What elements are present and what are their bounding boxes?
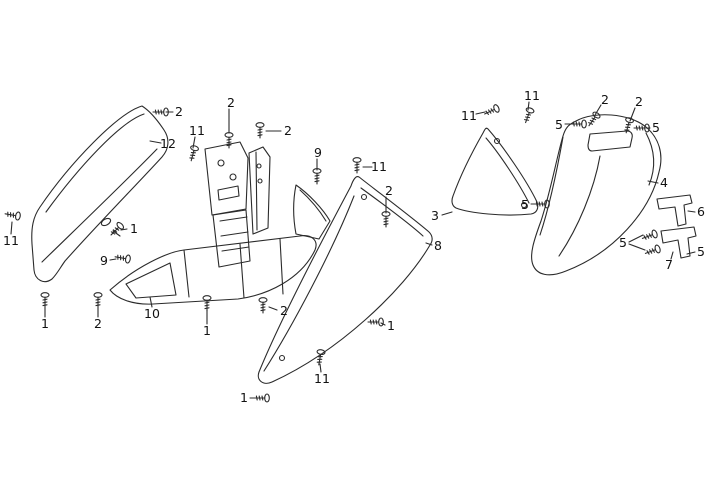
callout-label: 11 xyxy=(314,370,330,386)
screw-icon xyxy=(40,292,50,309)
screw-icon xyxy=(381,211,391,228)
callout-label: 11 xyxy=(371,158,387,174)
part-inner-side-panel xyxy=(293,184,331,240)
callout-label: 9 xyxy=(100,252,108,268)
callout-label: 5 xyxy=(521,196,529,212)
part-7-bracket xyxy=(660,226,697,259)
callout-label: 1 xyxy=(41,315,49,331)
callout-label: 2 xyxy=(601,91,609,107)
screw-icon xyxy=(255,122,265,139)
callout-label: 2 xyxy=(175,103,183,119)
callout-label: 3 xyxy=(431,207,439,223)
callout-label: 11 xyxy=(189,122,205,138)
screw-icon xyxy=(352,157,362,174)
callout-label: 1 xyxy=(130,220,138,236)
screw-icon xyxy=(253,393,270,403)
screw-icon xyxy=(570,119,587,129)
callout-label: 2 xyxy=(385,182,393,198)
leader-lines xyxy=(10,101,696,399)
part-6-bracket xyxy=(656,194,693,227)
screw-icon xyxy=(3,209,22,221)
callout-label: 1 xyxy=(387,317,395,333)
screw-icon xyxy=(113,252,132,264)
callout-label: 2 xyxy=(284,122,292,138)
callout-label: 5 xyxy=(652,119,660,135)
part-3-rear-panel xyxy=(451,127,539,216)
callout-label: 6 xyxy=(697,203,705,219)
screw-icon xyxy=(107,220,126,239)
callout-label: 5 xyxy=(619,234,627,250)
callout-label: 2 xyxy=(280,302,288,318)
screw-icon xyxy=(367,317,384,327)
callout-label: 9 xyxy=(314,144,322,160)
part-4-rear-cowl xyxy=(531,114,662,276)
screw-icon xyxy=(93,292,103,309)
callout-label: 4 xyxy=(660,174,668,190)
callout-label: 12 xyxy=(160,135,176,151)
screw-icon xyxy=(224,132,234,149)
part-frame-upper-bracket xyxy=(204,141,249,216)
callout-label: 2 xyxy=(94,315,102,331)
callout-label: 10 xyxy=(144,305,160,321)
part-frame-rear-piece xyxy=(248,146,271,235)
callout-label: 2 xyxy=(227,94,235,110)
screw-icon xyxy=(643,243,662,258)
screw-icon xyxy=(640,228,659,243)
callout-label: 1 xyxy=(240,389,248,405)
callout-label: 7 xyxy=(665,256,673,272)
callout-label: 1 xyxy=(203,322,211,338)
part-frame-column xyxy=(212,209,251,268)
screw-icon xyxy=(482,103,501,119)
part-8-side-panel xyxy=(257,176,433,384)
callout-label: 11 xyxy=(461,107,477,123)
callout-label: 11 xyxy=(3,232,19,248)
callout-label: 2 xyxy=(635,93,643,109)
screw-icon xyxy=(202,295,212,312)
screw-icon xyxy=(312,168,322,185)
callout-label: 11 xyxy=(524,87,540,103)
callout-label: 8 xyxy=(434,237,442,253)
screw-icon xyxy=(258,297,268,314)
part-10-floor-panel xyxy=(109,235,317,305)
callout-label: 5 xyxy=(555,116,563,132)
screw-icon xyxy=(585,110,602,129)
callout-label: 5 xyxy=(697,243,705,259)
